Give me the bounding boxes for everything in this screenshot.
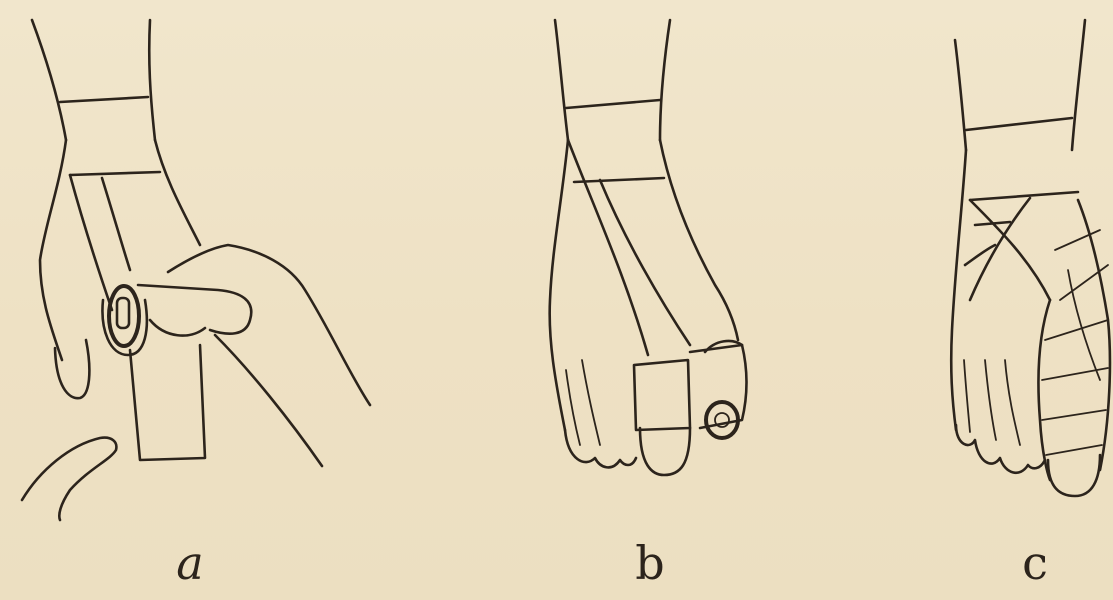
panel-c-wrap-6 [1046, 445, 1102, 455]
panel-a-drawing [22, 20, 370, 520]
panel-a-lower-hand [22, 438, 116, 520]
panel-b-big-toe-wrap [634, 360, 690, 430]
panel-c-drawing [951, 20, 1110, 496]
panel-a-leg-left-edge [32, 20, 66, 140]
panel-c-ankle-band-top [966, 118, 1072, 130]
panel-c-big-toe-tip [1048, 455, 1100, 496]
panel-a-hand-back [168, 245, 370, 405]
panel-a-hand-finger [150, 320, 205, 336]
panel-b-foot-outline [550, 140, 568, 430]
panel-a-bandage-strip-right [102, 178, 130, 270]
panel-c-foot-outline [951, 150, 966, 430]
panel-c-crossing-strap-1 [970, 200, 1050, 300]
panel-a-label: a [150, 540, 230, 586]
panel-b-bandage-roll [706, 402, 738, 438]
panel-b-ankle-band-top [566, 100, 660, 108]
panel-b-small-toes [565, 430, 636, 467]
panel-a-foot-outline [40, 140, 66, 360]
panel-c-toe-line-1 [964, 360, 970, 432]
panel-b-ankle-band-bottom [574, 178, 664, 182]
panel-a-instep [155, 140, 200, 245]
panel-b-drawing [550, 20, 747, 475]
panel-c-crossing-strap-3 [975, 222, 1010, 225]
panel-c-ankle-band-bottom [970, 192, 1078, 200]
panel-a-wrist [215, 335, 322, 466]
panel-b-bandage-strip-left [568, 140, 648, 355]
panel-b-big-toe-tip [640, 428, 690, 475]
panel-c-toe-line-3 [1005, 360, 1020, 445]
panel-a-small-toe [55, 340, 89, 398]
panel-a-ankle-band-bottom [70, 172, 160, 175]
panel-c-toe-line-2 [985, 360, 996, 440]
panel-a-leg-right-edge [149, 20, 155, 140]
panel-c-big-toe-outer [1078, 200, 1110, 470]
panel-c-leg-right-edge [1072, 20, 1085, 150]
panel-c-leg-left-edge [955, 40, 966, 150]
panel-c-wrap-3 [1045, 320, 1108, 340]
panel-c-crossing-strap-4 [965, 245, 995, 265]
panel-b-leg-left-edge [555, 20, 568, 140]
panel-c-wrap-5 [1042, 410, 1106, 420]
panel-a-bandage-strip-left [70, 175, 112, 310]
panel-b-instep [660, 140, 738, 340]
panel-a-bandage-roll [109, 286, 139, 346]
panel-a-roll-core [117, 298, 129, 328]
panel-a-bandage-tail [130, 345, 205, 460]
panel-b-toe-line-1 [566, 370, 580, 445]
panel-b-label: b [610, 540, 690, 586]
panel-b-bandage-strip-right [600, 180, 690, 345]
panel-a-ankle-band-top [60, 97, 148, 102]
panel-c-label: c [995, 540, 1075, 586]
panel-c-crossing-strap-2 [970, 198, 1030, 300]
panel-b-toe-line-2 [582, 360, 600, 445]
panel-c-big-toe-inner [1038, 300, 1050, 480]
panel-b-leg-right-edge [660, 20, 670, 140]
